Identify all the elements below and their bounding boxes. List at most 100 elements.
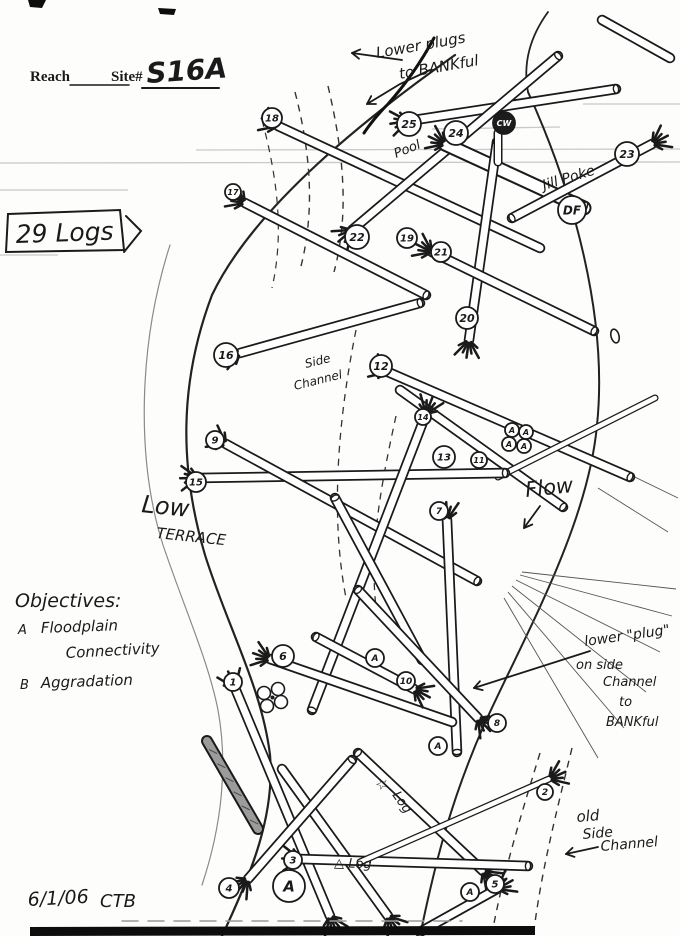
log-body bbox=[495, 395, 658, 480]
root-wad-spike bbox=[330, 917, 341, 928]
root-wad-spike bbox=[223, 431, 227, 443]
marker-circle bbox=[213, 342, 239, 368]
log-end-cap bbox=[307, 706, 317, 714]
root-wad-spike bbox=[549, 768, 561, 779]
hatch-texture bbox=[233, 791, 242, 797]
arrow-flow bbox=[523, 505, 541, 529]
marker-label: A bbox=[371, 654, 379, 664]
root-wad bbox=[548, 760, 571, 787]
log-top-right bbox=[596, 14, 676, 64]
site-label: Site# bbox=[111, 69, 143, 85]
marker-label: 21 bbox=[434, 248, 448, 259]
dashed-channel-lines bbox=[261, 85, 573, 935]
log-21 bbox=[426, 246, 600, 337]
log-2-old-channel bbox=[356, 775, 553, 866]
log-marker-5: 5 bbox=[485, 874, 505, 894]
root-wad-spike bbox=[245, 880, 250, 901]
log-end-cap bbox=[312, 632, 320, 642]
log-body bbox=[416, 885, 501, 936]
log-6 bbox=[264, 653, 458, 728]
root-wad-spike bbox=[322, 917, 330, 927]
log-body bbox=[241, 199, 430, 299]
root-wad-spike bbox=[331, 915, 343, 920]
log-body bbox=[231, 684, 334, 920]
log-marker-23: 23 bbox=[614, 141, 640, 167]
root-wad-spike bbox=[415, 689, 432, 699]
marker-label: A bbox=[522, 428, 529, 437]
arrow-shaft bbox=[523, 505, 541, 529]
log-4 bbox=[242, 754, 358, 885]
root-wad-spike bbox=[478, 718, 492, 733]
root-wad-spike bbox=[230, 199, 244, 204]
root-wad-spike bbox=[414, 689, 425, 701]
arrow-lower-plugs-1 bbox=[351, 48, 403, 61]
note-initials: CTB bbox=[100, 891, 136, 912]
marker-circle bbox=[485, 874, 505, 894]
marker-label: 14 bbox=[417, 413, 429, 422]
marker-circle bbox=[428, 736, 448, 756]
log-body bbox=[278, 765, 392, 920]
hatch-line bbox=[597, 487, 669, 533]
root-wad-spike bbox=[550, 778, 571, 785]
root-wad-spike bbox=[465, 341, 470, 359]
note-obj-a-1: Floodplain bbox=[41, 616, 119, 637]
root-wad-spike bbox=[421, 232, 432, 251]
root-wad-spike bbox=[433, 133, 445, 144]
log-5 bbox=[414, 883, 503, 936]
flower-petal bbox=[259, 698, 275, 714]
log-marker-25: 25 bbox=[396, 111, 422, 137]
marker-circle bbox=[492, 111, 516, 135]
log-count: 29 Logs bbox=[15, 217, 114, 249]
marker-label: 9 bbox=[212, 436, 219, 447]
note-low: Low bbox=[140, 490, 191, 523]
arrow-shaft bbox=[351, 52, 403, 61]
flower-petal bbox=[270, 681, 286, 697]
root-wad-spike bbox=[484, 870, 505, 875]
root-wad-spike bbox=[420, 252, 431, 259]
arrow-head bbox=[565, 853, 576, 858]
stray-log-end-cap bbox=[609, 328, 621, 344]
log-body bbox=[404, 85, 620, 125]
log-end-cap bbox=[559, 502, 567, 512]
log-marker-10: 10 bbox=[396, 671, 416, 691]
marker-circle bbox=[272, 869, 306, 903]
log-11 bbox=[494, 394, 659, 481]
marker-label: 18 bbox=[265, 114, 279, 125]
log-body bbox=[236, 299, 424, 357]
log-end-cap bbox=[473, 576, 481, 586]
marker-circle bbox=[365, 648, 385, 668]
note-obj-a-2: Connectivity bbox=[65, 639, 161, 662]
log-marker-22: 22 bbox=[344, 224, 370, 250]
bank-hatch-lines bbox=[503, 461, 679, 759]
flower-petal bbox=[256, 685, 272, 701]
marker-circle bbox=[455, 306, 479, 330]
hatch-line bbox=[515, 579, 661, 653]
marker-circle bbox=[614, 141, 640, 167]
root-wad-spike bbox=[331, 916, 349, 928]
logcount-bracket bbox=[123, 215, 143, 253]
marker-label: 4 bbox=[225, 884, 233, 895]
root-wad-spike bbox=[413, 690, 417, 702]
marker-circle bbox=[432, 445, 456, 469]
marker-label: 3 bbox=[290, 856, 297, 867]
log-marker-2: 2 bbox=[536, 783, 554, 801]
log-end-cap bbox=[626, 472, 634, 482]
root-wad-spike bbox=[477, 719, 482, 740]
root-wad-spike bbox=[233, 203, 244, 210]
log-end-cap bbox=[452, 748, 462, 756]
hatch-line bbox=[521, 571, 677, 590]
note-triangle-log: △ Log bbox=[334, 856, 372, 872]
arrow-head bbox=[523, 523, 534, 529]
log-marker-8: 8 bbox=[487, 713, 507, 733]
note-plug-2: on side bbox=[576, 658, 623, 673]
marker-circle bbox=[271, 644, 295, 668]
log-marker-A: A bbox=[504, 422, 520, 438]
root-wad-spike bbox=[550, 779, 561, 787]
scan-streak-line bbox=[0, 161, 680, 164]
log-end-cap bbox=[508, 213, 516, 223]
root-wad-spike bbox=[474, 719, 479, 731]
log-marker-CW: CW bbox=[492, 111, 516, 135]
log-marker-A: A bbox=[272, 869, 306, 903]
root-wad-spike bbox=[241, 880, 249, 893]
